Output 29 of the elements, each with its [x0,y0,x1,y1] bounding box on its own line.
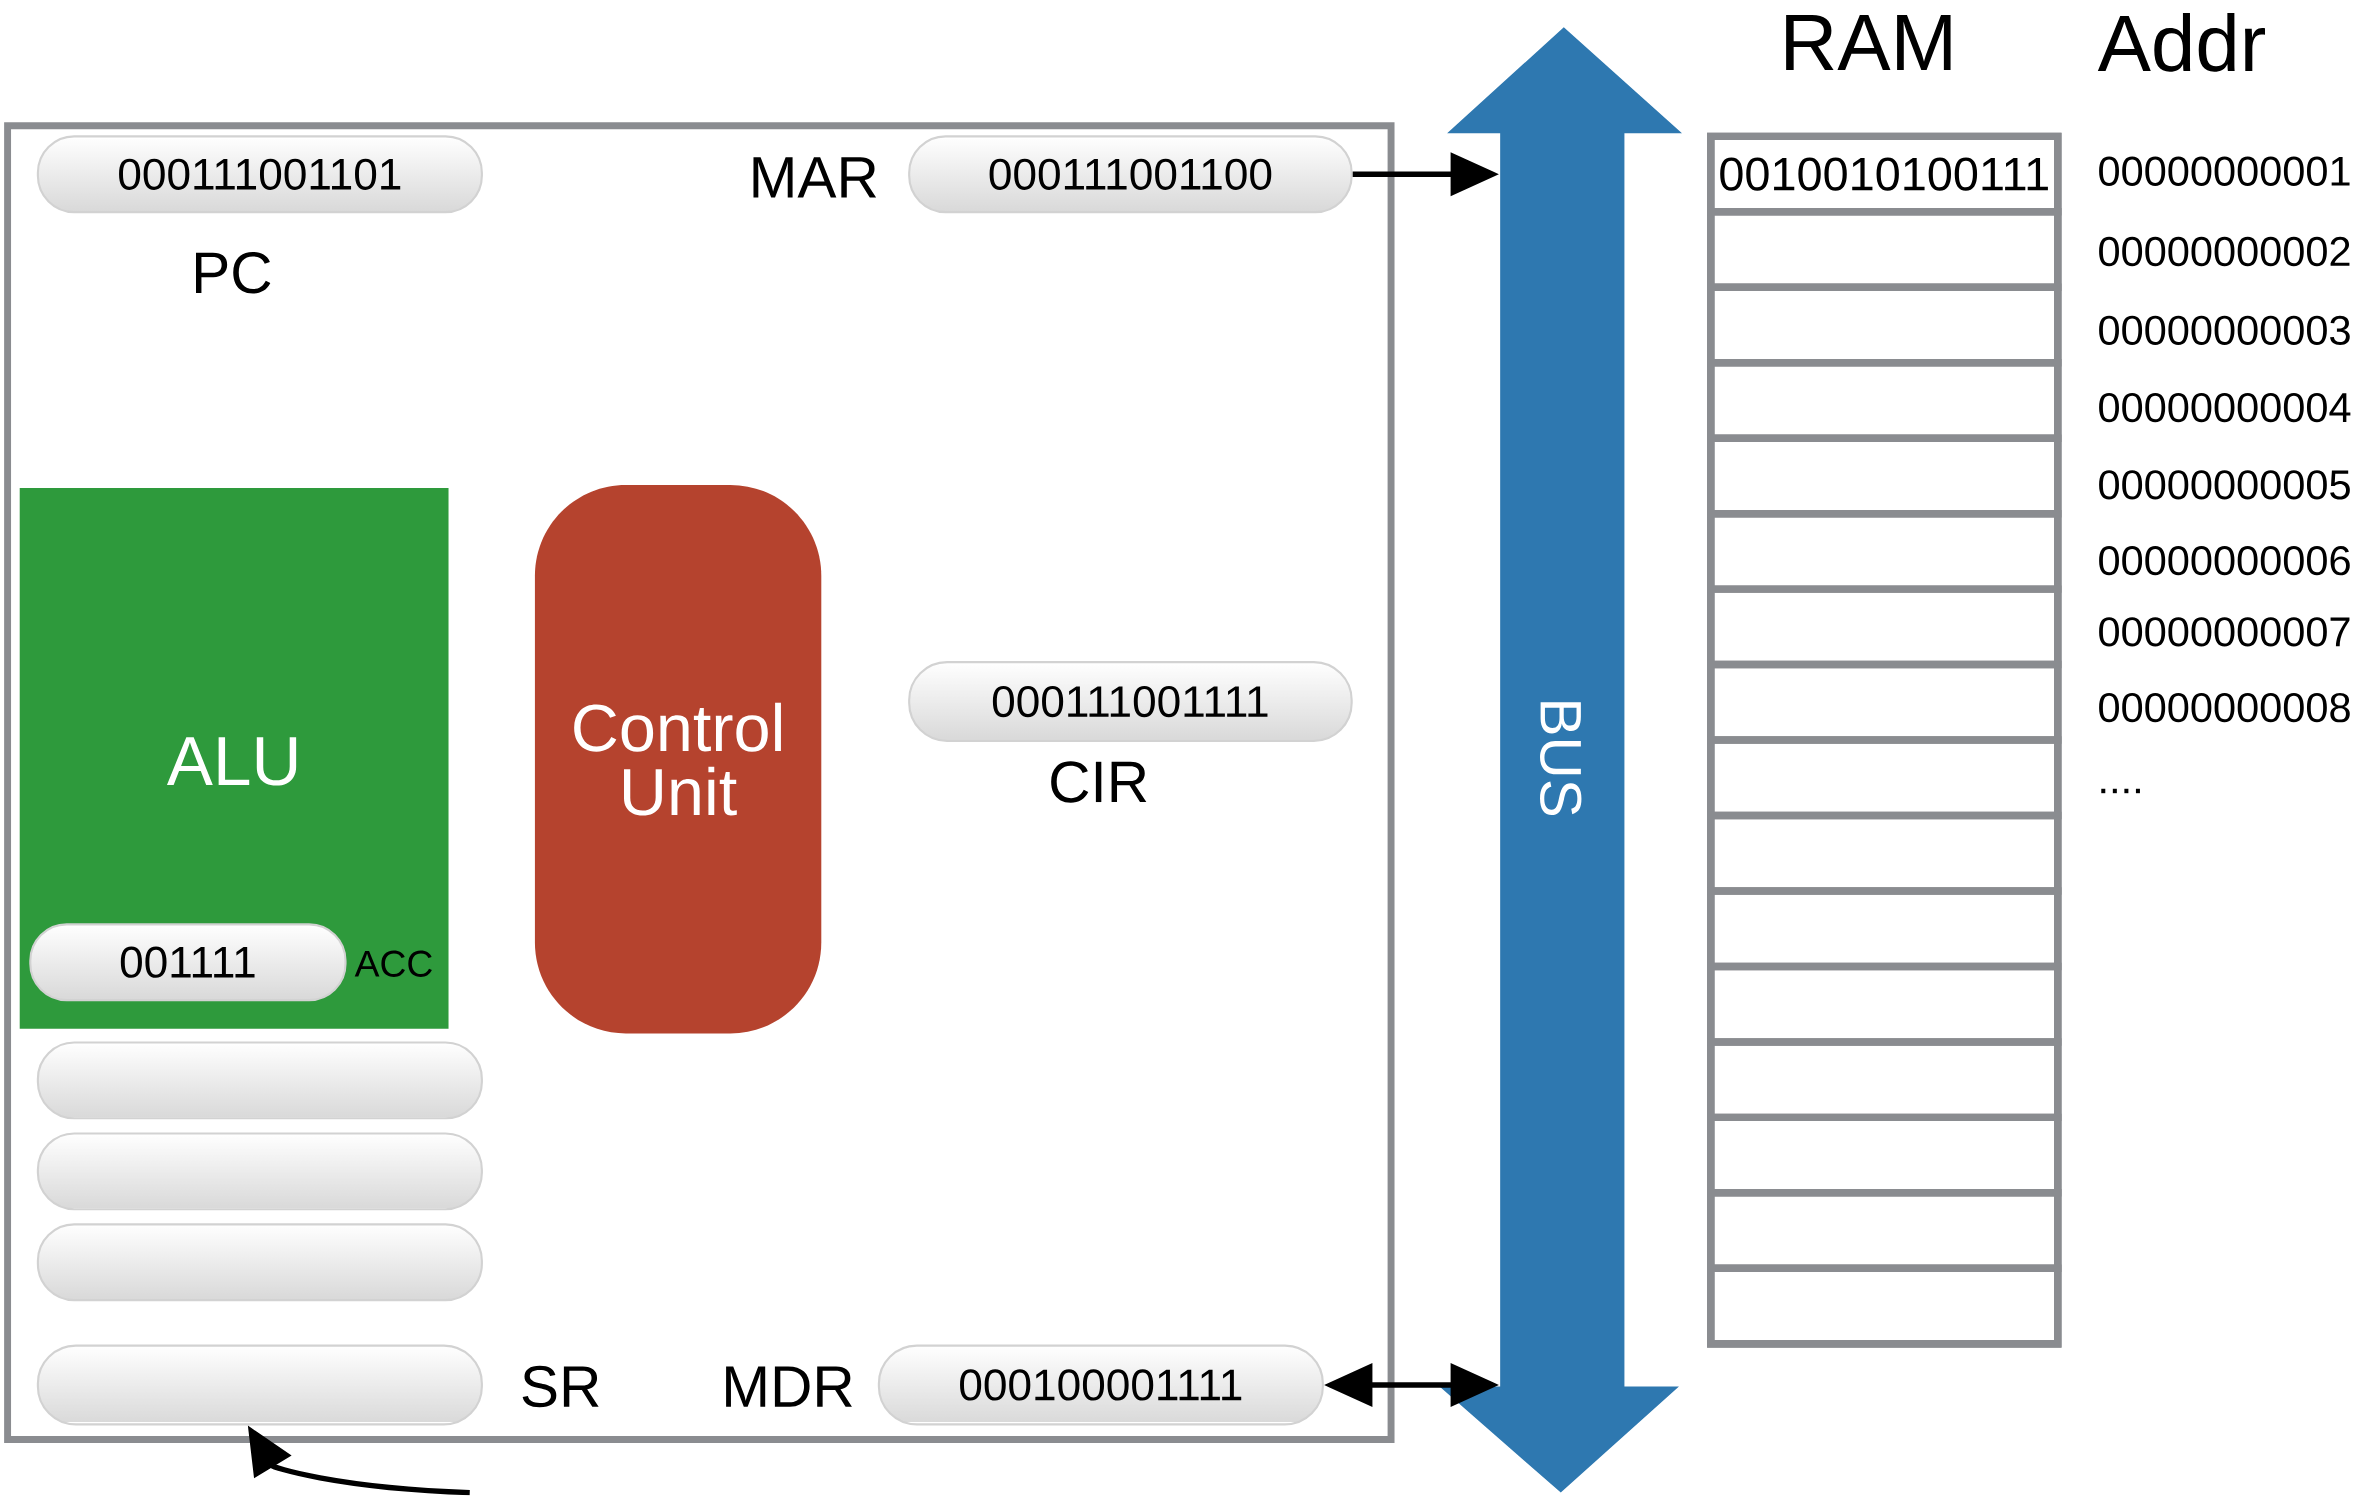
register: 000111001101 [36,135,483,214]
register: 000111001100 [908,135,1353,214]
address-label: 00000000001 [2099,156,2350,187]
address-label: 00000000003 [2099,315,2350,346]
register: 000111001111 [908,661,1353,743]
register-label: MAR [753,157,877,198]
address-label: 00000000002 [2099,237,2350,267]
register-label: CIR [1051,761,1147,803]
address-label: 00000000007 [2099,617,2350,647]
address-label: 00000000008 [2099,693,2350,723]
register-label: SR [522,1366,599,1408]
register-label: PC [196,252,271,294]
register: 000100001111 [877,1344,1324,1426]
column-heading: RAM [1786,15,1951,71]
register-label: ACC [354,950,432,978]
register [36,1132,483,1211]
control-unit-block: Control Unit [534,485,822,1034]
register-label: MDR [726,1366,852,1407]
register [36,1041,483,1120]
column-heading: Addr [2097,13,2265,72]
register: 001111 [29,923,347,1002]
address-label: .... [2101,788,2140,794]
address-label: 00000000006 [2099,546,2350,576]
cpu-frame [4,122,1395,1444]
address-label: 00000000004 [2099,393,2351,423]
address-label: 00000000005 [2099,470,2350,500]
memory-cell [1707,1264,2062,1348]
register [36,1223,483,1302]
memory-cell: 0010010100111 [1707,132,2062,216]
